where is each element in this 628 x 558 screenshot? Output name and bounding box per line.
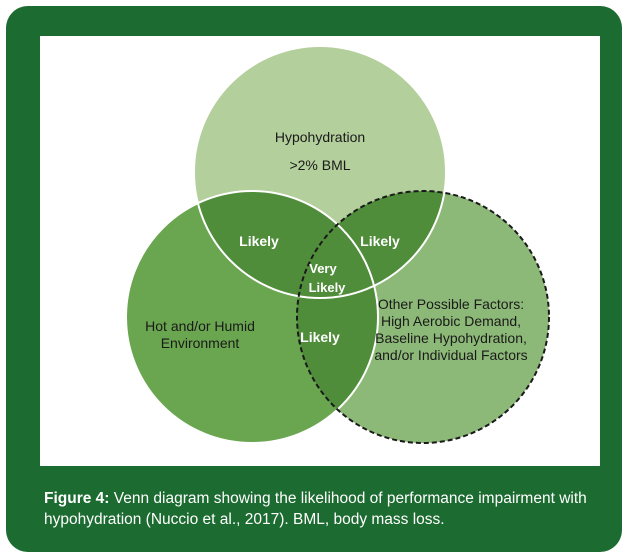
venn-diagram: Hypohydration >2% BML Hot and/or Humid E… bbox=[125, 45, 550, 444]
other-factors-line3: Baseline Hypohydration, bbox=[375, 330, 527, 346]
environment-label: Hot and/or Humid bbox=[145, 318, 255, 334]
hypohydration-label: Hypohydration bbox=[275, 129, 365, 145]
environment-outline bbox=[125, 190, 379, 444]
hypohydration-outline bbox=[193, 45, 447, 299]
other-factors-line2: High Aerobic Demand, bbox=[381, 313, 521, 329]
venn-panel: Hypohydration >2% BML Hot and/or Humid E… bbox=[40, 36, 600, 466]
figure-frame: Hypohydration >2% BML Hot and/or Humid E… bbox=[6, 6, 622, 552]
figure-caption: Figure 4: Venn diagram showing the likel… bbox=[44, 488, 604, 530]
environment-sublabel: Environment bbox=[161, 335, 240, 351]
other-factors-label: Other Possible Factors: bbox=[378, 296, 524, 312]
other-factors-dashed-outline bbox=[296, 190, 550, 444]
center-label-line2: Likely bbox=[309, 280, 347, 295]
caption-text: Venn diagram showing the likelihood of p… bbox=[44, 490, 587, 528]
other-factors-line4: and/or Individual Factors bbox=[374, 347, 527, 363]
overlap-bottom-label: Likely bbox=[300, 329, 340, 345]
overlap-right-label: Likely bbox=[360, 233, 400, 249]
center-label-line1: Very bbox=[309, 261, 337, 276]
hypohydration-sublabel: >2% BML bbox=[289, 157, 350, 173]
caption-label: Figure 4: bbox=[44, 490, 110, 507]
overlap-left-label: Likely bbox=[239, 233, 279, 249]
